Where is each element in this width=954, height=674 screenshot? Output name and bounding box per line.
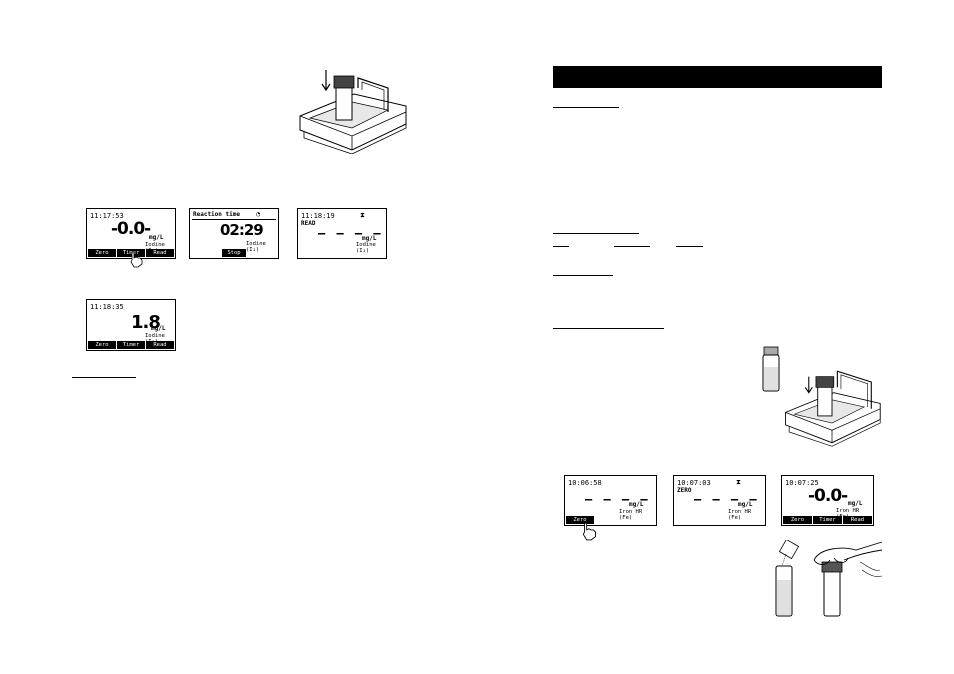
screen-unit: mg/L — [149, 234, 164, 241]
lcd-screen-2: Reaction time ◔ 02:29 Iodine (I₂) Stop — [189, 208, 279, 259]
softkey-stop[interactable]: Stop — [222, 249, 246, 257]
link-underline-b — [614, 246, 650, 247]
vial-illustration — [762, 346, 780, 392]
screen-timer-value: 02:29 — [220, 221, 264, 239]
softkey-timer[interactable]: Timer — [117, 341, 145, 349]
screen-value: 1.8 — [131, 312, 161, 333]
screen-time: 10:07:03 — [677, 479, 711, 487]
clock-icon: ◔ — [256, 210, 261, 218]
hand-pointer-icon — [130, 251, 143, 268]
screen-value: -0.0- — [808, 486, 848, 506]
section-heading-underline — [72, 377, 136, 378]
screen-dashes: – – – – — [694, 492, 759, 506]
softkey-read[interactable]: Read — [146, 341, 174, 349]
screen-dashes: – – – – — [318, 226, 383, 240]
screen-status: READ — [301, 220, 316, 227]
softkey-read[interactable]: Read — [843, 516, 872, 524]
lcd-screen-1: 11:17:53 -0.0- mg/L Iodine (I₂) Zero Tim… — [86, 208, 176, 259]
screen-unit: mg/L — [362, 235, 377, 242]
screen-dashes: – – – – — [585, 492, 650, 506]
meter-illustration-left — [299, 70, 407, 154]
reagent-add-and-mix-illustration — [775, 540, 883, 617]
softkey-bar: Zero Timer Read — [88, 249, 174, 257]
title-underline — [192, 219, 276, 220]
screen-chemical: Iron HR (Fe) — [619, 509, 643, 521]
softkey-timer[interactable]: Timer — [117, 249, 145, 257]
hand-pointer-icon — [582, 522, 596, 541]
section-header-bar — [553, 66, 882, 88]
screen-unit: mg/L — [151, 325, 166, 332]
heading-underline-2 — [553, 233, 639, 234]
softkey-bar: Zero Timer Read — [88, 341, 174, 349]
softkey-timer[interactable]: Timer — [813, 516, 842, 524]
screen-time: 11:18:19 — [301, 212, 335, 220]
link-underline-a — [553, 246, 569, 247]
lcd-screen-4: 11:18:35 1.8 mg/L Iodine (I₂) Zero Timer… — [86, 299, 176, 351]
lcd-screen-3: 11:18:19 ⧗ READ – – – – mg/L Iodine (I₂) — [297, 208, 387, 259]
screen-unit: mg/L — [629, 501, 644, 508]
screen-chemical: Iron HR (Fe) — [836, 508, 860, 520]
link-underline-c — [676, 246, 703, 247]
softkey-zero[interactable]: Zero — [566, 516, 594, 524]
meter-illustration-right — [785, 370, 881, 447]
screen-chemical: Iodine (I₂) — [246, 241, 266, 253]
heading-underline-1 — [553, 107, 619, 108]
softkey-read[interactable]: Read — [146, 249, 174, 257]
screen-chemical: Iron HR (Fe) — [728, 509, 752, 521]
screen-time: 10:07:25 — [785, 479, 819, 487]
screen-time: 11:18:35 — [90, 303, 124, 311]
screen-chemical: Iodine (I₂) — [356, 242, 376, 254]
softkey-bar: Zero — [566, 516, 594, 524]
softkey-zero[interactable]: Zero — [783, 516, 812, 524]
lcd-screen-iron-2: 10:07:03 ⧗ ZERO – – – – mg/L Iron HR (Fe… — [673, 475, 766, 526]
screen-time: 11:17:53 — [90, 212, 124, 220]
screen-time: 10:06:58 — [568, 479, 602, 487]
screen-title: Reaction time — [193, 211, 240, 218]
softkey-bar: Stop — [222, 249, 246, 257]
lcd-screen-iron-1: 10:06:58 – – – – mg/L Iron HR (Fe) Zero — [564, 475, 657, 526]
screen-status: ZERO — [677, 487, 692, 494]
heading-underline-3 — [553, 275, 613, 276]
lcd-screen-iron-3: 10:07:25 -0.0- mg/L Iron HR (Fe) Zero Ti… — [781, 475, 874, 526]
screen-unit: mg/L — [738, 501, 753, 508]
screen-value: -0.0- — [111, 219, 151, 239]
softkey-zero[interactable]: Zero — [88, 341, 116, 349]
screen-unit: mg/L — [848, 500, 863, 507]
softkey-zero[interactable]: Zero — [88, 249, 116, 257]
heading-underline-4 — [553, 328, 664, 329]
hourglass-icon: ⧗ — [360, 211, 365, 219]
softkey-bar: Zero Timer Read — [783, 516, 872, 524]
hourglass-icon: ⧗ — [736, 478, 741, 486]
